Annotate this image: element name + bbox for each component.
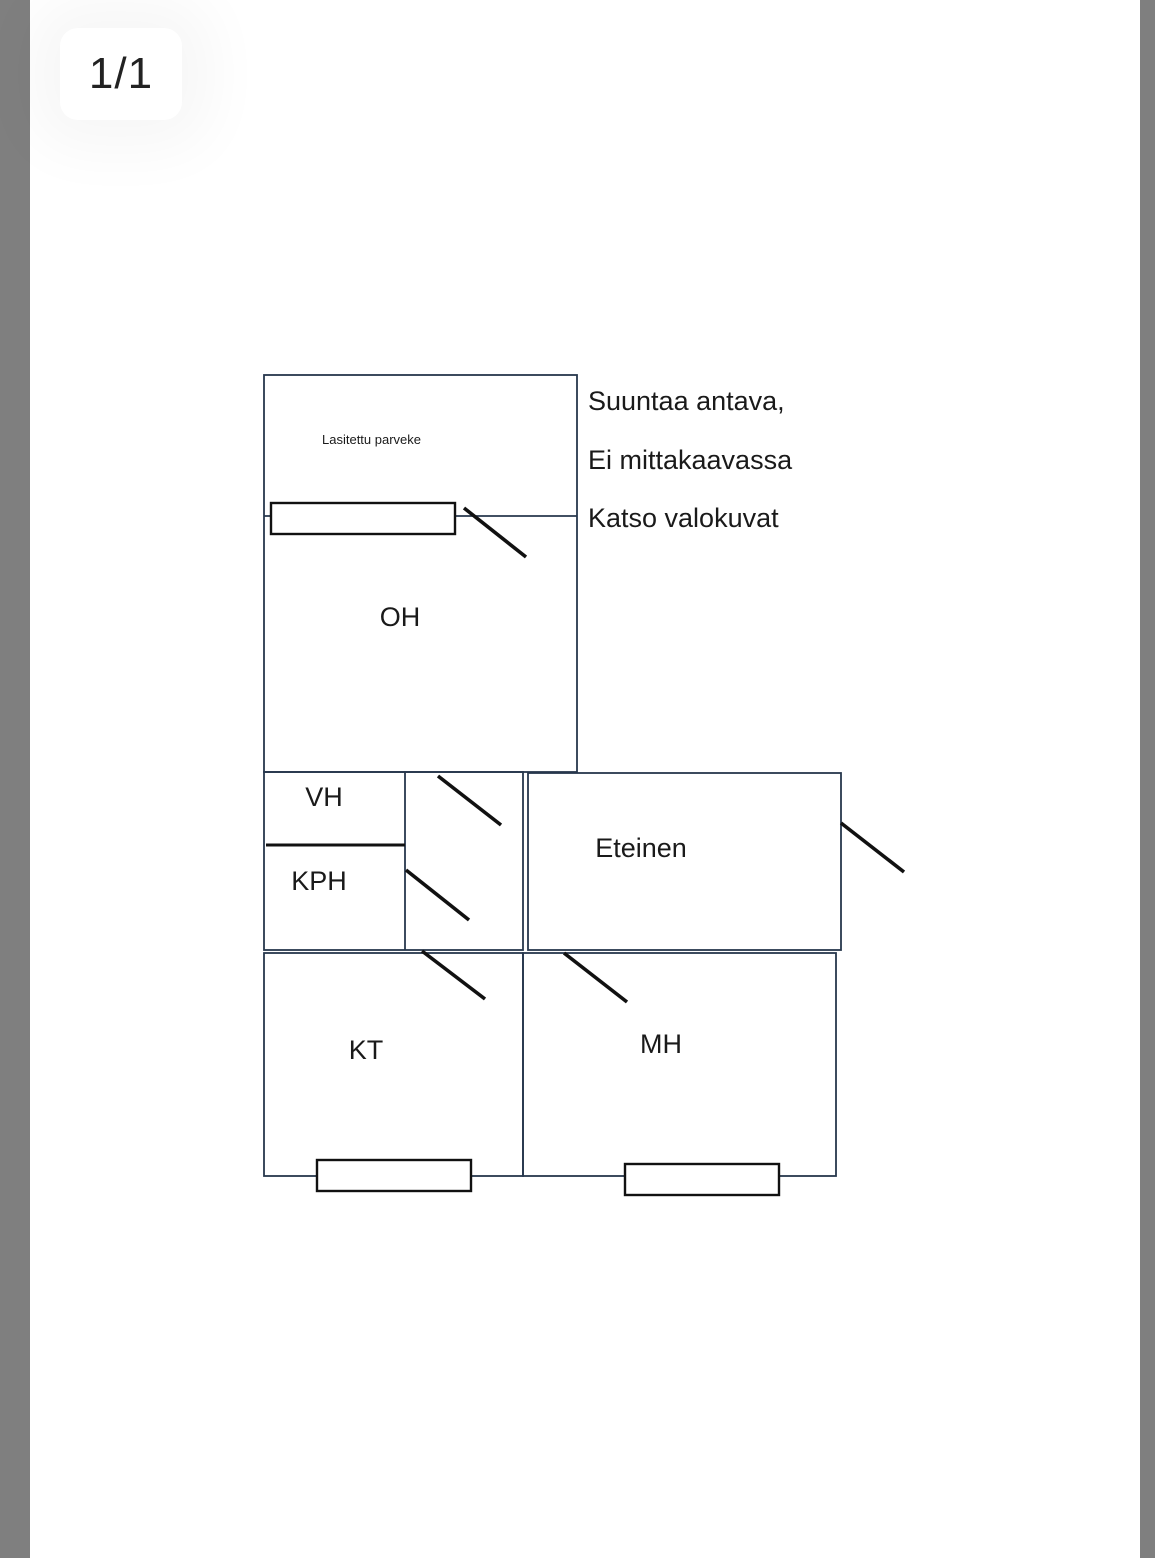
note-line-2: Ei mittakaavassa xyxy=(588,445,793,475)
wc-door-swing xyxy=(436,774,503,827)
bedroom-door-swing xyxy=(562,951,629,1004)
bedroom-window xyxy=(623,1162,781,1197)
wc-label: VH xyxy=(305,782,343,812)
balcony-label: Lasitettu parveke xyxy=(322,432,421,447)
page-indicator: 1/1 xyxy=(60,28,182,120)
bathroom-door-swing xyxy=(404,868,471,922)
hallway-label: Eteinen xyxy=(595,833,687,863)
viewer-left-margin xyxy=(0,0,30,1558)
wet-rooms-outline xyxy=(263,771,524,951)
note-line-3: Katso valokuvat xyxy=(588,503,779,533)
bedroom-label: MH xyxy=(640,1029,682,1059)
hallway-outline xyxy=(527,772,842,951)
note-line-1: Suuntaa antava, xyxy=(588,386,785,416)
living-room-label: OH xyxy=(380,602,421,632)
kitchen-door-swing xyxy=(420,949,487,1001)
bedroom-outline xyxy=(522,952,837,1177)
kitchen-outline xyxy=(263,952,524,1177)
balcony-door-swing xyxy=(462,506,528,559)
viewer-right-margin xyxy=(1140,0,1155,1558)
bathroom-label: KPH xyxy=(291,866,347,896)
entrance-door-swing xyxy=(839,821,906,874)
kitchen-window xyxy=(315,1158,473,1193)
document-page xyxy=(30,0,1140,1558)
balcony-door-window xyxy=(269,501,457,536)
kitchen-label: KT xyxy=(349,1035,384,1065)
